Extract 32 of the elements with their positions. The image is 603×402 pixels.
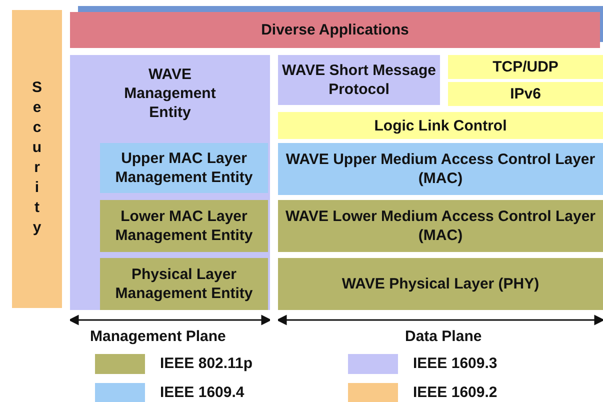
vertical-label: Security	[28, 79, 46, 239]
legend-label: IEEE 1609.2	[413, 384, 498, 401]
layer-label: Lower MAC Layer Management Entity	[114, 207, 254, 245]
layer-label: Logic Link Control	[373, 116, 508, 135]
layer-label: WAVE Short Message Protocol	[281, 61, 437, 99]
security-band	[12, 10, 62, 308]
legend-label: IEEE 1609.4	[160, 384, 244, 401]
plane-label: Data Plane	[405, 328, 482, 345]
layer-label: Upper MAC Layer Management Entity	[114, 149, 254, 187]
layer-label: WAVE Management Entity	[123, 65, 217, 122]
layer-box	[448, 55, 603, 79]
layer-box	[100, 143, 268, 193]
layer-box	[100, 200, 268, 252]
layer-label: Physical Layer Management Entity	[114, 265, 254, 303]
layer-box	[278, 143, 603, 195]
management-entity-panel	[70, 55, 270, 310]
legend-label: IEEE 1609.3	[413, 355, 498, 372]
layer-box	[278, 112, 603, 139]
layer-label: TCP/UDP	[492, 58, 560, 76]
layer-box	[278, 200, 603, 252]
legend-label: IEEE 802.11p	[160, 355, 253, 372]
plane-label: Management Plane	[90, 328, 226, 345]
layer-label: WAVE Physical Layer (PHY)	[340, 274, 540, 294]
layer-box	[448, 82, 603, 106]
application-band	[70, 12, 600, 48]
layer-label: IPv6	[509, 84, 542, 104]
layer-box	[278, 55, 440, 105]
layer-label: WAVE Lower Medium Access Control Layer (MAC)	[284, 207, 597, 245]
layer-box	[100, 258, 268, 310]
layer-label: WAVE Upper Medium Access Control Layer (MAC)	[284, 150, 596, 188]
layer-label: Diverse Applications	[260, 20, 410, 40]
layer-box	[278, 258, 603, 310]
